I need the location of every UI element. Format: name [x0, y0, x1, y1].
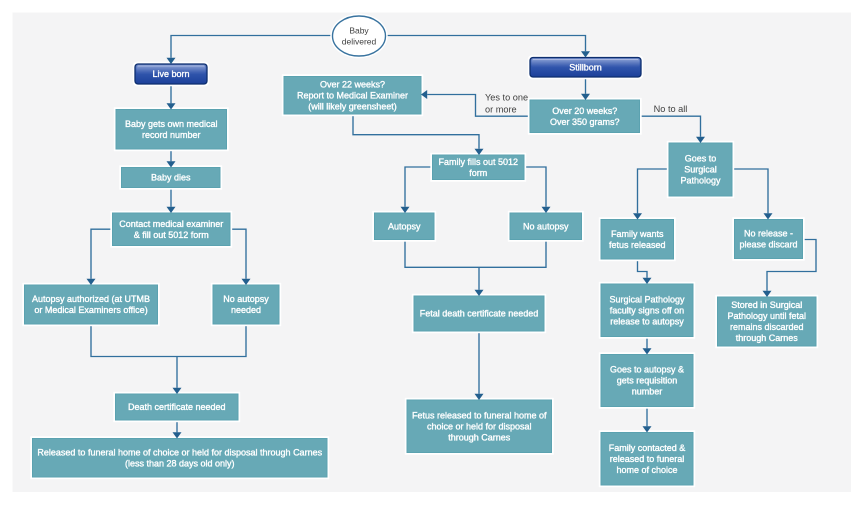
- svg-text:Surgical: Surgical: [684, 165, 717, 175]
- svg-text:Goes to: Goes to: [685, 154, 717, 164]
- svg-text:& fill out 5012 form: & fill out 5012 form: [134, 230, 209, 240]
- svg-text:Over 22 weeks?: Over 22 weeks?: [320, 79, 385, 89]
- svg-text:Goes to autopsy &: Goes to autopsy &: [610, 365, 684, 375]
- svg-text:faculty signs off on: faculty signs off on: [610, 305, 684, 315]
- svg-text:Baby gets own medical: Baby gets own medical: [125, 119, 218, 129]
- svg-text:through Carnes: through Carnes: [736, 333, 799, 343]
- svg-text:Contact medical examiner: Contact medical examiner: [119, 219, 223, 229]
- svg-text:Report to Medical Examiner: Report to Medical Examiner: [297, 90, 408, 100]
- svg-text:Baby: Baby: [349, 26, 369, 36]
- svg-text:(less than 28 days old only): (less than 28 days old only): [125, 458, 235, 468]
- svg-text:Over 20 weeks?: Over 20 weeks?: [552, 106, 617, 116]
- svg-text:gets requisition: gets requisition: [617, 376, 678, 386]
- svg-text:through Carnes: through Carnes: [448, 432, 511, 442]
- svg-text:remains discarded: remains discarded: [730, 322, 804, 332]
- svg-text:needed: needed: [231, 305, 261, 315]
- svg-text:release to autopsy: release to autopsy: [610, 316, 684, 326]
- svg-text:Fetus released to funeral home: Fetus released to funeral home of: [412, 410, 547, 420]
- svg-text:Pathology: Pathology: [680, 176, 721, 186]
- svg-text:Family fills out 5012: Family fills out 5012: [438, 157, 518, 167]
- svg-text:No to all: No to all: [654, 104, 688, 114]
- svg-text:Baby dies: Baby dies: [151, 173, 191, 183]
- svg-text:fetus released: fetus released: [609, 240, 666, 250]
- svg-text:Over 350 grams?: Over 350 grams?: [550, 117, 620, 127]
- svg-text:Autopsy: Autopsy: [388, 221, 421, 231]
- svg-text:delivered: delivered: [342, 37, 377, 47]
- svg-text:or more: or more: [485, 105, 517, 115]
- svg-text:record number: record number: [142, 130, 201, 140]
- svg-text:Family wants: Family wants: [611, 229, 664, 239]
- svg-text:home of choice: home of choice: [616, 465, 677, 475]
- svg-text:Family contacted &: Family contacted &: [609, 443, 686, 453]
- svg-text:Live born: Live born: [152, 69, 189, 79]
- svg-text:No autopsy: No autopsy: [223, 294, 269, 304]
- svg-text:Stored in Surgical: Stored in Surgical: [731, 300, 802, 310]
- svg-text:Stillborn: Stillborn: [569, 62, 602, 72]
- svg-text:or Medical Examiners office): or Medical Examiners office): [34, 305, 147, 315]
- svg-text:form: form: [469, 168, 487, 178]
- svg-text:Surgical Pathology: Surgical Pathology: [609, 294, 685, 304]
- svg-text:Yes to one: Yes to one: [485, 93, 528, 103]
- svg-text:No autopsy: No autopsy: [523, 221, 569, 231]
- svg-text:(will likely greensheet): (will likely greensheet): [308, 101, 397, 111]
- svg-text:number: number: [632, 387, 663, 397]
- svg-text:choice or held for disposal: choice or held for disposal: [427, 421, 532, 431]
- svg-text:No release -: No release -: [744, 229, 793, 239]
- svg-text:please discard: please discard: [739, 240, 797, 250]
- svg-text:released to funeral: released to funeral: [610, 454, 685, 464]
- svg-text:Death certificate needed: Death certificate needed: [128, 402, 226, 412]
- svg-text:Pathology until fetal: Pathology until fetal: [727, 311, 806, 321]
- svg-text:Fetal death certificate needed: Fetal death certificate needed: [420, 309, 539, 319]
- svg-text:Autopsy authorized (at UTMB: Autopsy authorized (at UTMB: [32, 294, 150, 304]
- svg-text:Released to funeral home of ch: Released to funeral home of choice or he…: [37, 447, 322, 457]
